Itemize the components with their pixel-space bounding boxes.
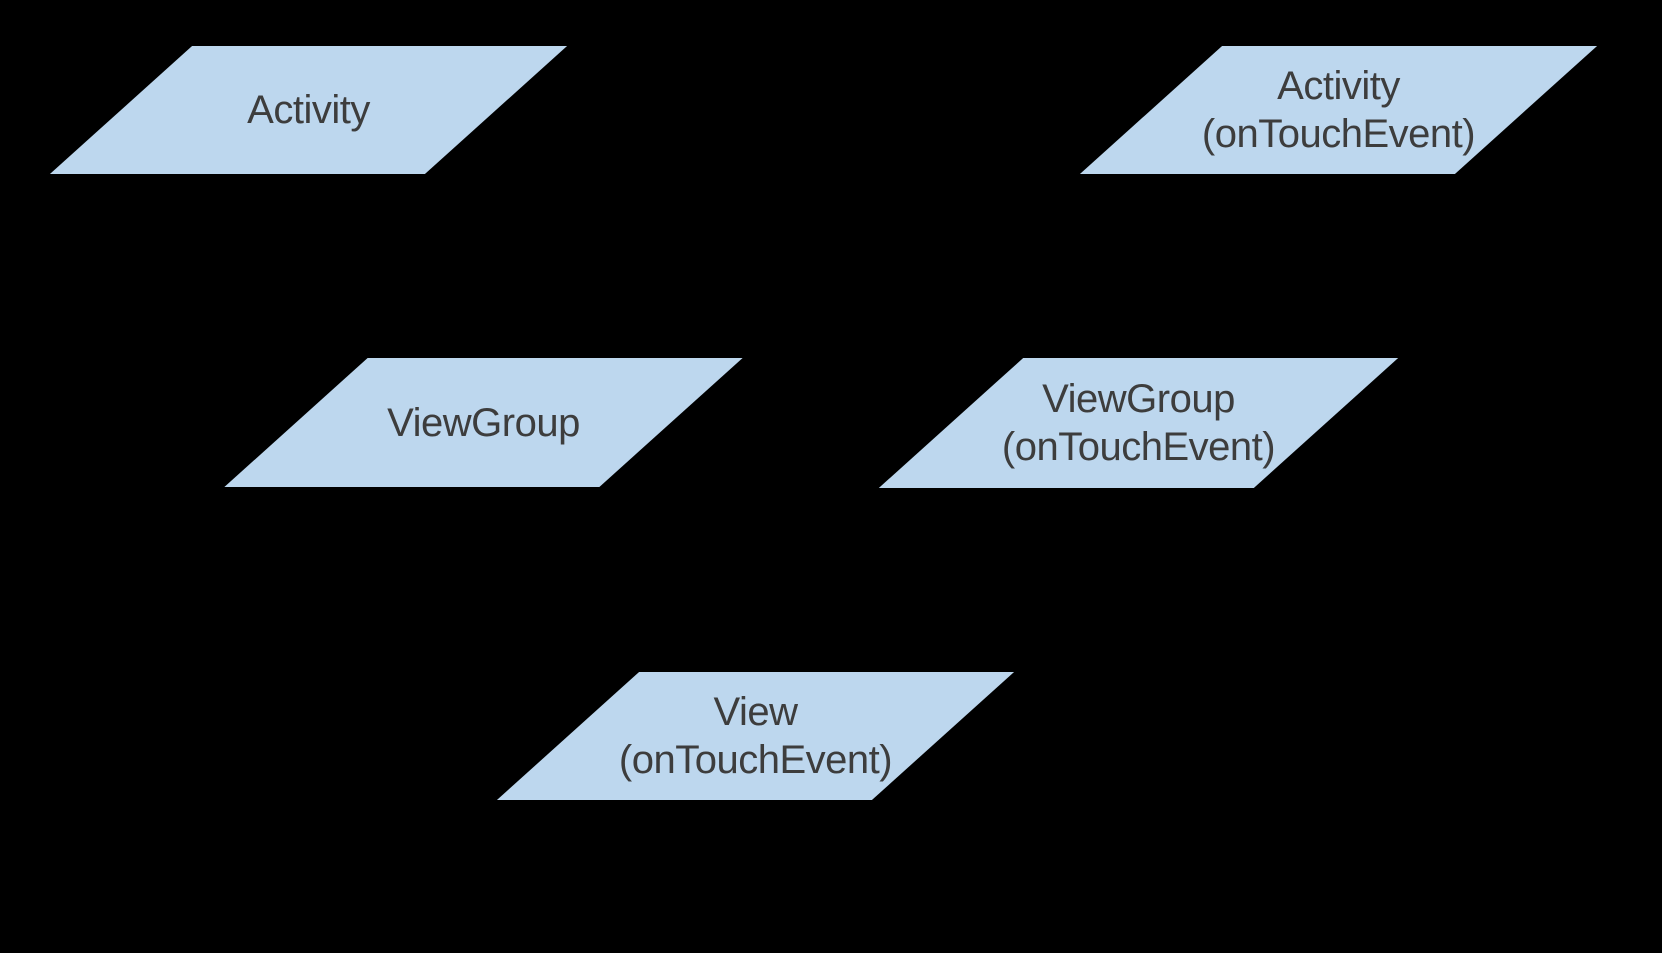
- node-activity: Activity: [49, 46, 568, 174]
- node-view-ontouchevent: View (onTouchEvent): [496, 672, 1015, 800]
- node-sublabel: (onTouchEvent): [1201, 112, 1476, 156]
- node-activity-ontouchevent: Activity (onTouchEvent): [1079, 46, 1598, 174]
- node-label: ViewGroup: [1042, 377, 1235, 421]
- node-label: View: [713, 690, 798, 734]
- node-label: ViewGroup: [387, 400, 580, 445]
- node-sublabel: (onTouchEvent): [1001, 425, 1276, 469]
- node-viewgroup: ViewGroup: [224, 358, 743, 487]
- node-sublabel: (onTouchEvent): [618, 738, 893, 782]
- node-label: Activity: [1277, 64, 1400, 108]
- node-label: Activity: [247, 88, 370, 132]
- node-viewgroup-ontouchevent: ViewGroup (onTouchEvent): [878, 358, 1399, 488]
